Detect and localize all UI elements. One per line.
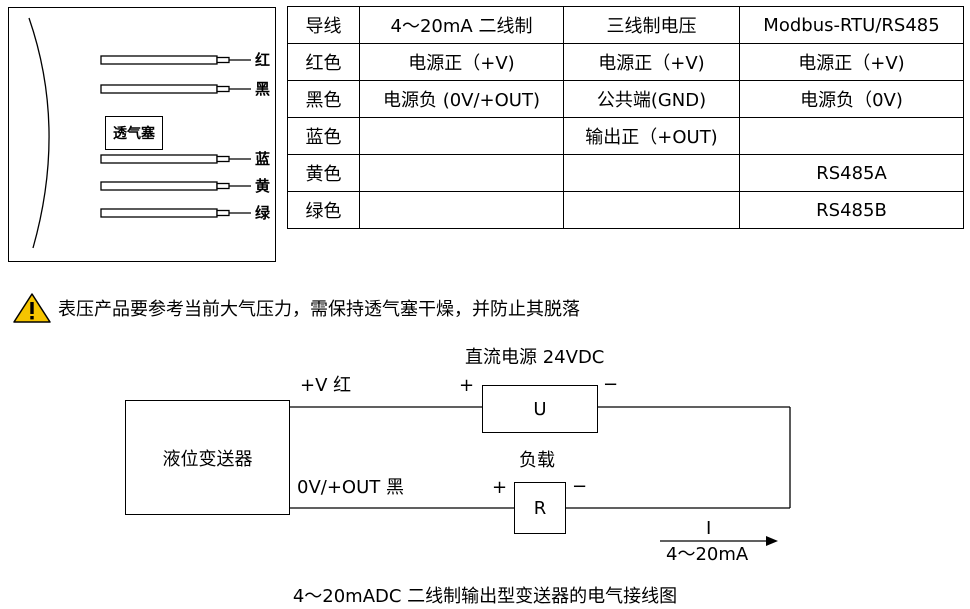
cable-wiring-figure: 红 黑 蓝 黄 绿 透气塞 [8, 7, 276, 262]
table-row: 黄色 RS485A [287, 154, 964, 192]
wire-label-green: 绿 [255, 204, 271, 222]
table-cell [359, 154, 564, 192]
wire-label-black: 黑 [255, 80, 271, 98]
current-range-label: 4～20mA [666, 544, 749, 565]
table-cell: 电源负（0V) [739, 80, 964, 118]
warning-triangle-icon [13, 293, 51, 323]
table-cell: 公共端(GND) [563, 80, 740, 118]
table-cell: 蓝色 [287, 117, 360, 155]
header-two-wire: 4～20mA 二线制 [359, 6, 564, 44]
table-cell: 红色 [287, 43, 360, 81]
load-minus-sign: − [572, 476, 588, 497]
table-cell: RS485B [739, 191, 964, 229]
table-cell: 电源正（+V) [739, 43, 964, 81]
power-minus-sign: − [603, 374, 619, 395]
load-label: 负载 [519, 450, 555, 471]
table-cell: 电源负 (0V/+OUT) [359, 80, 564, 118]
table-cell: 黄色 [287, 154, 360, 192]
table-cell: 电源正（+V) [563, 43, 740, 81]
table-cell [359, 191, 564, 229]
power-plus-sign: + [459, 375, 475, 396]
top-wire-label: +V 红 [300, 375, 352, 396]
table-row: 红色 电源正（+V) 电源正（+V) 电源正（+V) [287, 43, 964, 81]
wire-tip-blue [216, 155, 230, 163]
current-symbol: I [706, 518, 712, 539]
warning-notice: 表压产品要参考当前大气压力，需保持透气塞干燥，并防止其脱落 [12, 292, 580, 324]
table-row: 绿色 RS485B [287, 191, 964, 229]
wire-label-red: 红 [255, 51, 271, 69]
load-resistor-box: R [514, 482, 566, 534]
wire-tip-green [216, 209, 230, 217]
wire-label-blue: 蓝 [255, 150, 271, 168]
warning-text: 表压产品要参考当前大气压力，需保持透气塞干燥，并防止其脱落 [58, 299, 580, 320]
table-cell: RS485A [739, 154, 964, 192]
wire-blue [100, 154, 218, 164]
table-cell [563, 154, 740, 192]
wire-yellow [100, 181, 218, 191]
header-modbus: Modbus-RTU/RS485 [739, 6, 964, 44]
circuit-wires [290, 406, 791, 546]
table-cell: 绿色 [287, 191, 360, 229]
cable-drawing [28, 17, 251, 249]
table-cell [359, 117, 564, 155]
table-cell [563, 191, 740, 229]
table-row: 黑色 电源负 (0V/+OUT) 公共端(GND) 电源负（0V) [287, 80, 964, 118]
load-plus-sign: + [492, 477, 508, 498]
header-three-wire: 三线制电压 [563, 6, 740, 44]
header-wire: 导线 [287, 6, 360, 44]
power-supply-label: 直流电源 24VDC [465, 347, 605, 368]
wire-red [100, 55, 218, 65]
wire-label-yellow: 黄 [255, 177, 271, 195]
current-arrow-head [766, 536, 778, 546]
cable-jacket-curve [28, 17, 50, 249]
wire-tip-red [216, 56, 230, 64]
transmitter-box: 液位变送器 [125, 400, 290, 515]
power-supply-box: U [482, 385, 598, 433]
vent-plug-label: 透气塞 [105, 116, 163, 150]
circuit-diagram: 液位变送器 U R 直流电源 24VDC +V 红 + − 负载 0V/+OUT… [0, 340, 970, 580]
wiring-table: 导线 4～20mA 二线制 三线制电压 Modbus-RTU/RS485 红色 … [287, 6, 964, 229]
wire-tip-yellow [216, 182, 230, 190]
figure-caption: 4～20mADC 二线制输出型变送器的电气接线图 [292, 586, 678, 607]
wire-tip-black [216, 85, 230, 93]
table-cell [739, 117, 964, 155]
table-cell: 电源正（+V) [359, 43, 564, 81]
wire-black [100, 84, 218, 94]
wire-green [100, 208, 218, 218]
bottom-wire-label: 0V/+OUT 黑 [297, 477, 404, 498]
table-cell: 输出正（+OUT) [563, 117, 740, 155]
table-row: 蓝色 输出正（+OUT) [287, 117, 964, 155]
table-header-row: 导线 4～20mA 二线制 三线制电压 Modbus-RTU/RS485 [287, 6, 964, 44]
table-cell: 黑色 [287, 80, 360, 118]
